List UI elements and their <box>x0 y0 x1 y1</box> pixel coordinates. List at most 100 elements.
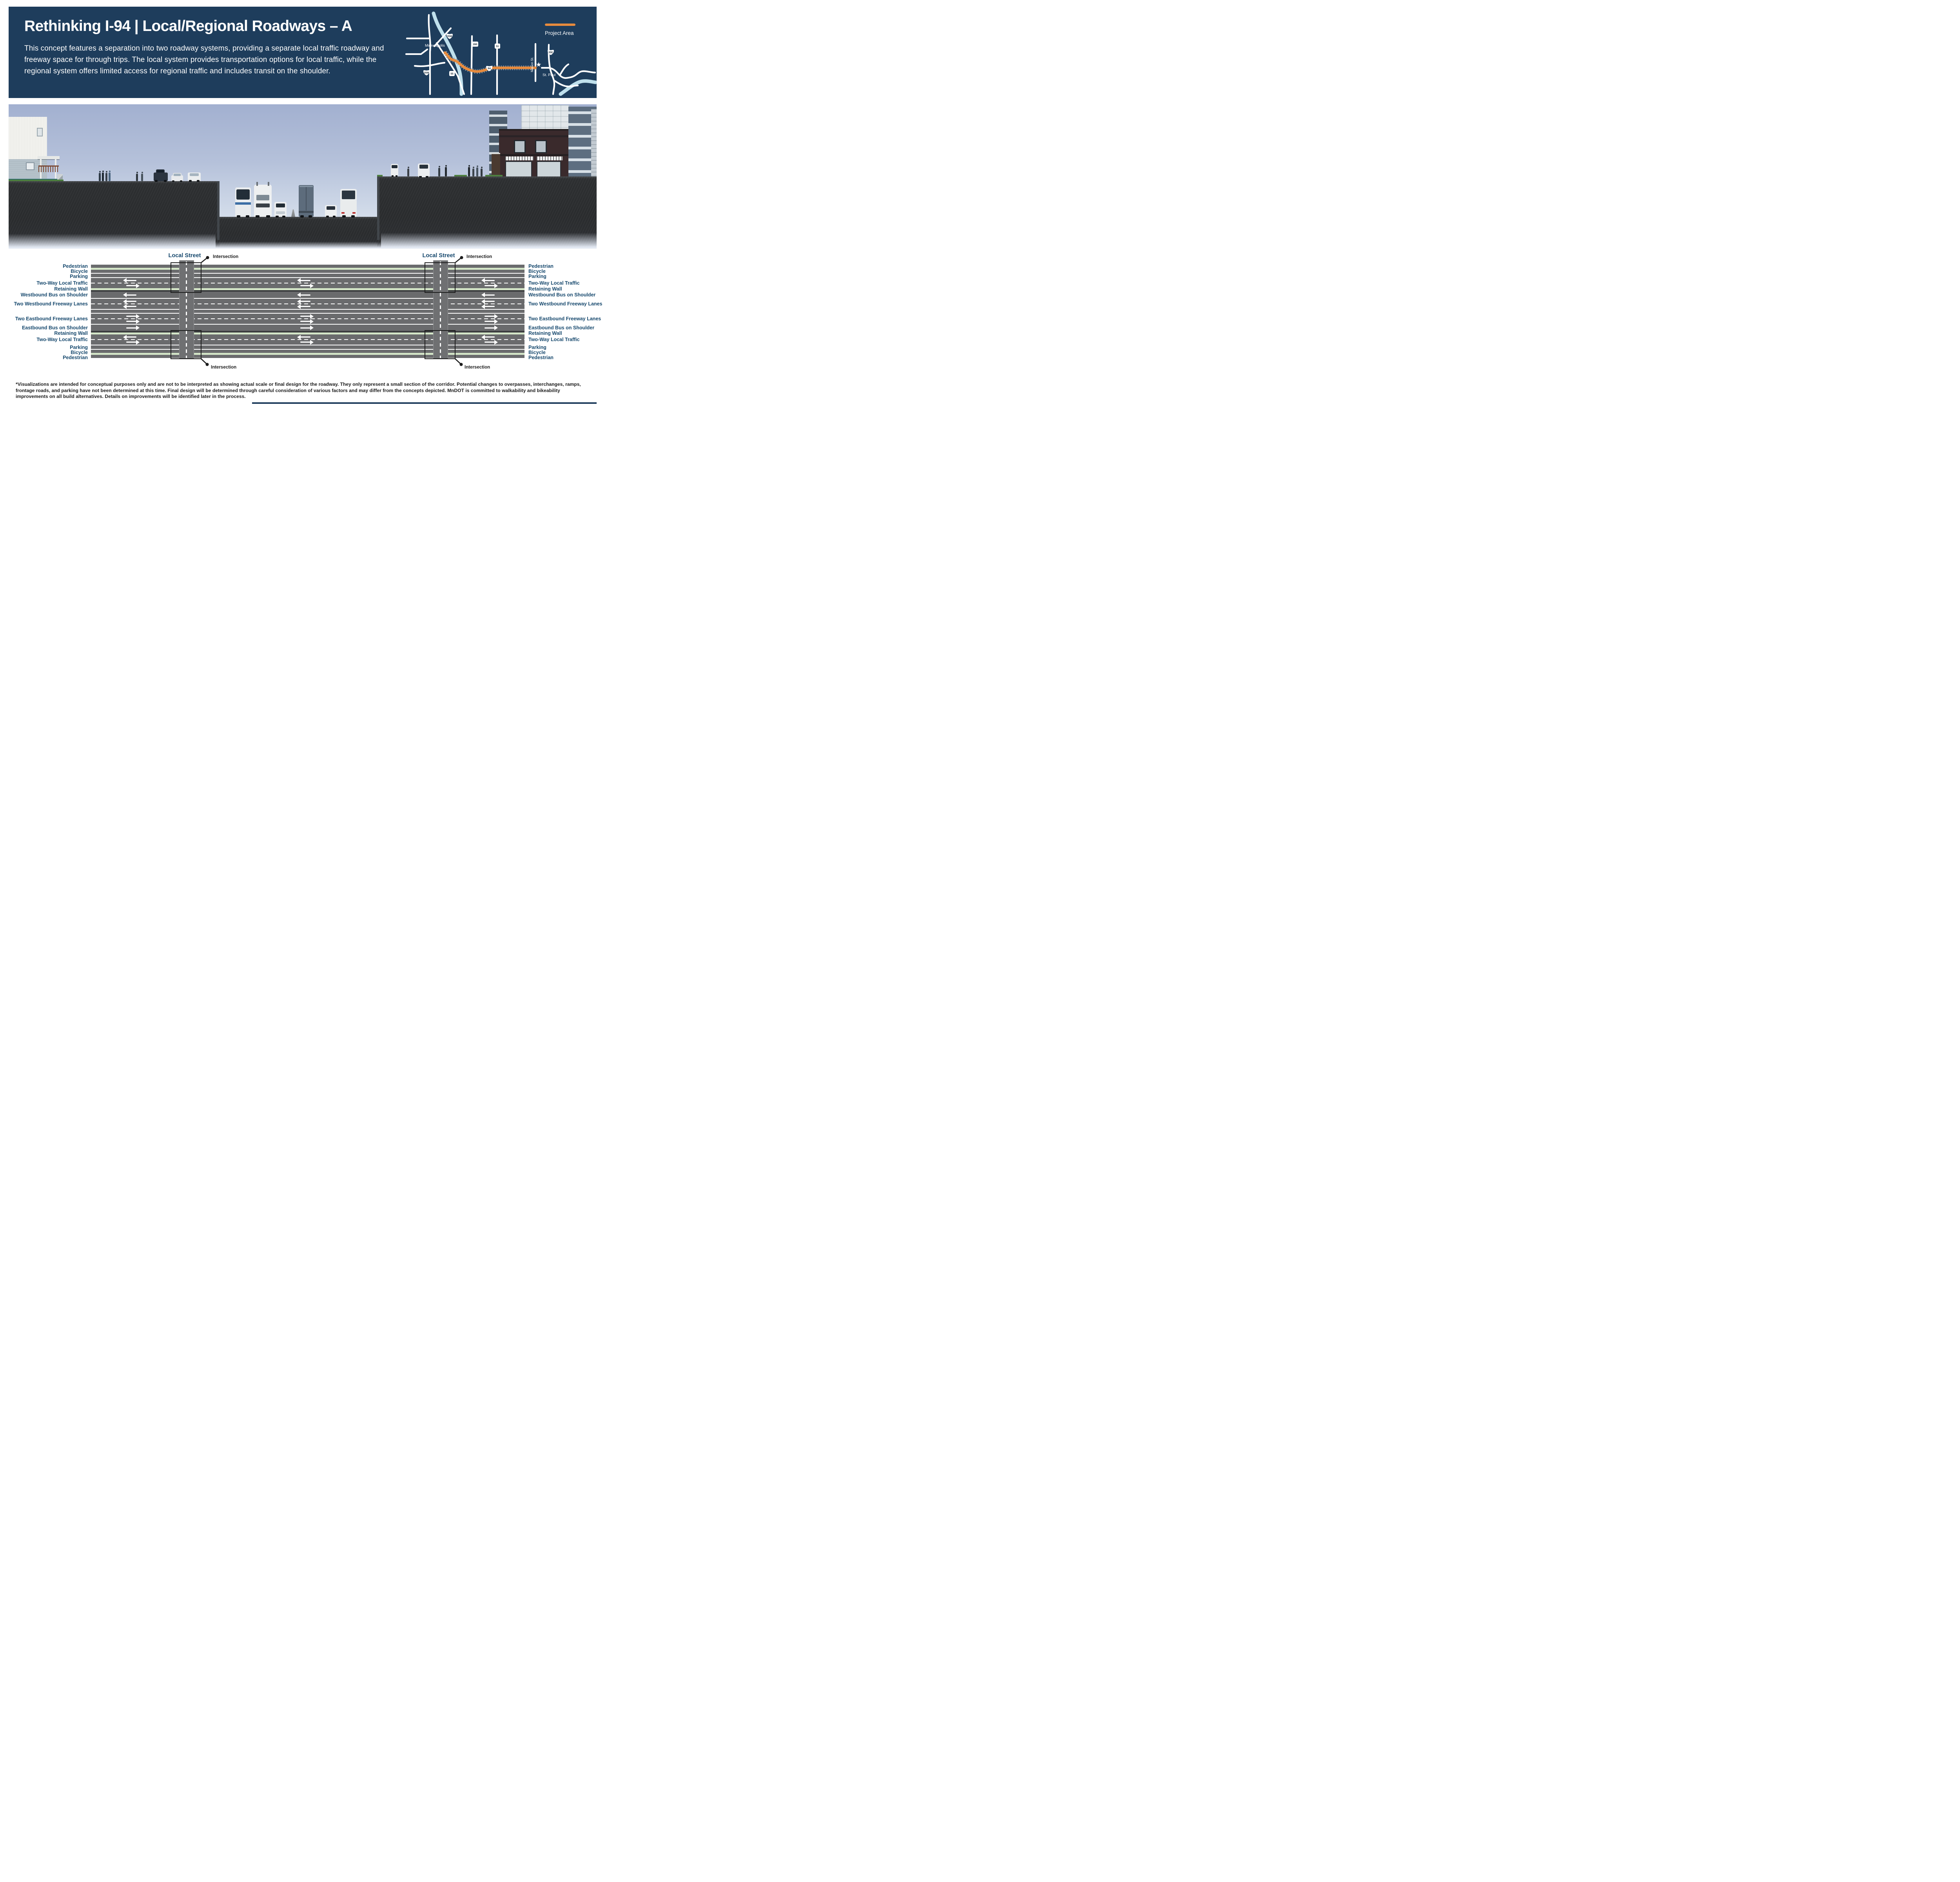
arrow-east <box>485 314 498 319</box>
legend-project-area-label: Project Area <box>545 30 574 36</box>
shield-i35w-north: 35W <box>446 34 453 39</box>
lane-label-right: Retaining Wall <box>528 331 562 336</box>
label-st-paul: St. Paul <box>543 73 555 77</box>
lane-label-right: Two Eastbound Freeway Lanes <box>528 316 601 322</box>
arrow-west <box>123 292 136 297</box>
building-brown-storefront <box>492 153 500 179</box>
building-light-sliver <box>591 109 597 177</box>
concept-description: This concept features a separation into … <box>24 44 384 75</box>
lane-label-right: Two Westbound Freeway Lanes <box>528 301 603 307</box>
arrow-east <box>485 283 498 288</box>
arrow-east <box>300 283 314 288</box>
storefront-lights <box>505 156 534 160</box>
bottom-accent-bar <box>252 402 597 404</box>
lane-label-right: Two-Way Local Traffic <box>528 336 580 342</box>
lane-label-right: Pedestrian <box>528 354 554 360</box>
lane-label-left: Retaining Wall <box>54 331 88 336</box>
intersection-box <box>171 262 201 293</box>
local-street-label-west: Local Street <box>168 253 201 259</box>
intersection-label: Intersection <box>213 254 239 259</box>
row-two-way-local-bot <box>91 334 524 345</box>
pedestrian-figure <box>476 165 478 176</box>
cyclist-figure <box>445 165 447 176</box>
intersection-box <box>171 330 201 359</box>
intersection-box <box>425 330 456 359</box>
grass-left <box>9 180 64 181</box>
row-pedestrian-top <box>91 265 524 268</box>
arrow-west <box>481 304 495 309</box>
brick-window <box>514 140 526 153</box>
arrow-east <box>485 319 498 324</box>
arrow-east <box>126 319 140 324</box>
intersection-label: Intersection <box>466 254 492 259</box>
row-median <box>91 310 524 313</box>
row-retaining-wall-top <box>91 290 524 292</box>
arrow-west <box>297 334 310 340</box>
arrow-east <box>300 340 314 345</box>
intersection-box <box>425 262 456 293</box>
lane-label-right: Pedestrian <box>528 263 554 269</box>
row-parking-top <box>91 274 524 277</box>
arrow-east <box>126 283 140 288</box>
arrow-west <box>297 278 310 283</box>
arrow-east <box>300 325 314 330</box>
cyclist-figure <box>438 166 440 176</box>
disclaimer-line: frontage roads, and parking have not bee… <box>16 387 560 393</box>
marker-mn280: 280 <box>472 42 478 47</box>
river-mississippi <box>432 11 463 96</box>
car <box>171 173 183 182</box>
header-banner: Rethinking I-94 | Local/Regional Roadway… <box>9 7 597 98</box>
lane-label-left: Pedestrian <box>63 263 88 269</box>
pedestrian-figure <box>99 171 101 181</box>
row-bicycle-top <box>91 270 524 273</box>
disclaimer-text: *Visualizations are intended for concept… <box>16 381 581 400</box>
lane-label-left: Two Eastbound Freeway Lanes <box>15 316 88 322</box>
ground-right <box>377 176 597 249</box>
row-retaining-green-bot <box>91 332 524 334</box>
legend-project-area-swatch <box>545 24 575 26</box>
lane-label-left: Two-Way Local Traffic <box>36 336 88 342</box>
pedestrian-figure <box>105 171 107 181</box>
marker-mn55: 55 <box>449 71 455 76</box>
pedestrian-figure <box>109 171 111 181</box>
house-window <box>37 128 43 136</box>
car-rear <box>325 205 337 218</box>
arrow-west <box>481 292 495 297</box>
poster-page: Rethinking I-94 | Local/Regional Roadway… <box>0 0 605 404</box>
lane-label-left: Bicycle <box>71 268 88 274</box>
lane-label-left: Westbound Bus on Shoulder <box>20 292 88 298</box>
row-wb-freeway-lanes <box>91 299 524 309</box>
svg-text:51: 51 <box>496 45 499 48</box>
arrow-west <box>123 278 136 283</box>
river-southeast <box>559 79 597 96</box>
arrow-west <box>481 299 495 304</box>
label-minneapolis: Minneapolis <box>425 44 445 48</box>
intersection-label: Intersection <box>211 365 237 370</box>
transit-bus-front <box>235 187 251 218</box>
locator-map: ★ 35W 35W 94 35E 280 <box>405 11 597 96</box>
row-retaining-green-top <box>91 288 524 290</box>
arrow-east <box>300 319 314 324</box>
building-brick <box>499 129 568 178</box>
arrow-east <box>300 314 314 319</box>
ground-left <box>9 181 220 249</box>
intersection-label: Intersection <box>465 365 490 370</box>
pedestrian-figure <box>481 167 483 176</box>
trench-floor <box>216 217 381 249</box>
suv <box>188 173 201 182</box>
lane-label-left: Two-Way Local Traffic <box>36 280 88 286</box>
local-street-crossing-west <box>179 260 194 359</box>
lane-label-right: Parking <box>528 273 546 279</box>
cyclist-figure <box>141 172 143 181</box>
lane-label-right: Eastbound Bus on Shoulder <box>528 325 595 331</box>
disclaimer-line: *Visualizations are intended for concept… <box>16 381 581 387</box>
shield-i35e: 35E <box>548 50 554 55</box>
arrow-east <box>485 325 498 330</box>
svg-text:35E: 35E <box>548 51 553 54</box>
svg-text:280: 280 <box>473 43 477 46</box>
motorcyclist-figure <box>407 167 409 176</box>
lane-label-right: Bicycle <box>528 268 546 274</box>
arrow-west <box>123 334 136 340</box>
semi-trailer-rear <box>299 185 314 218</box>
arrow-west <box>297 304 310 309</box>
